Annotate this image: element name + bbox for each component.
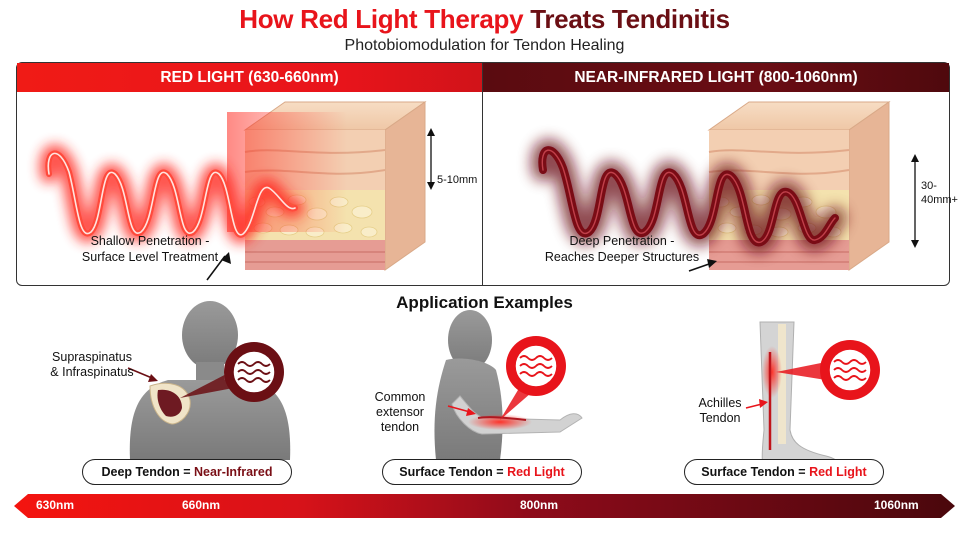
depth-label-deep: 30- 40mm+ — [921, 180, 958, 206]
shoulder-label-arrow — [127, 367, 158, 382]
depth-label-shallow: 5-10mm — [437, 174, 478, 186]
elbow-label-arrow — [447, 405, 476, 416]
comparison-panels: RED LIGHT (630-660nm) — [16, 62, 958, 286]
wavelength-spectrum-bar — [14, 494, 955, 518]
page-subtitle: Photobiomodulation for Tendon Healing — [344, 37, 625, 54]
application-examples-title: Application Examples — [396, 293, 573, 312]
deep-penetration-note: Deep Penetration - Reaches Deeper Struct… — [544, 234, 700, 264]
shoulder-wave-bubble — [224, 342, 284, 402]
elbow-therapy-pill: Surface Tendon = Red Light — [382, 459, 582, 485]
shoulder-therapy-pill: Deep Tendon = Near-Infrared — [82, 459, 292, 485]
red-light-panel: RED LIGHT (630-660nm) — [17, 63, 483, 285]
spectrum-label-630: 630nm — [36, 498, 75, 512]
wave-icon — [237, 361, 271, 367]
title-dark-part: Treats Tendinitis — [530, 4, 730, 34]
elbow-tendon-label: Common extensor tendon — [374, 390, 426, 434]
title-red-part: How Red Light Therapy — [239, 4, 524, 34]
elbow-figure — [434, 310, 583, 460]
ankle-wave-bubble — [820, 340, 880, 400]
spectrum-label-1060: 1060nm — [874, 498, 919, 512]
ankle-label-arrow — [745, 399, 768, 409]
deep-note-arrow — [688, 259, 717, 272]
application-illustrations — [127, 301, 880, 477]
page-title: How Red Light Therapy Treats Tendinitis — [0, 4, 969, 35]
near-infrared-heading: NEAR-INFRARED LIGHT (800-1060nm) — [483, 63, 949, 92]
near-infrared-illustration — [531, 101, 919, 272]
depth-arrow-shallow — [427, 128, 435, 190]
red-light-wave — [39, 144, 304, 244]
shallow-penetration-note: Shallow Penetration - Surface Level Trea… — [81, 234, 219, 264]
wave-icon — [833, 359, 867, 365]
red-light-heading: RED LIGHT (630-660nm) — [17, 63, 482, 92]
ankle-figure — [759, 321, 844, 477]
depth-arrow-deep — [911, 154, 919, 248]
near-infrared-panel: NEAR-INFRARED LIGHT (800-1060nm) — [483, 63, 958, 285]
red-light-illustration — [39, 101, 435, 281]
spectrum-label-800: 800nm — [520, 498, 559, 512]
shoulder-tendon-label: Supraspinatus & Infraspinatus — [50, 350, 134, 379]
wave-icon — [519, 355, 553, 361]
near-infrared-wave — [531, 139, 846, 254]
achilles-tendon-label: Achilles Tendon — [698, 396, 742, 425]
ankle-therapy-pill: Surface Tendon = Red Light — [684, 459, 884, 485]
shallow-note-arrow — [206, 252, 231, 281]
spectrum-label-660: 660nm — [182, 498, 221, 512]
elbow-wave-bubble — [506, 336, 566, 396]
